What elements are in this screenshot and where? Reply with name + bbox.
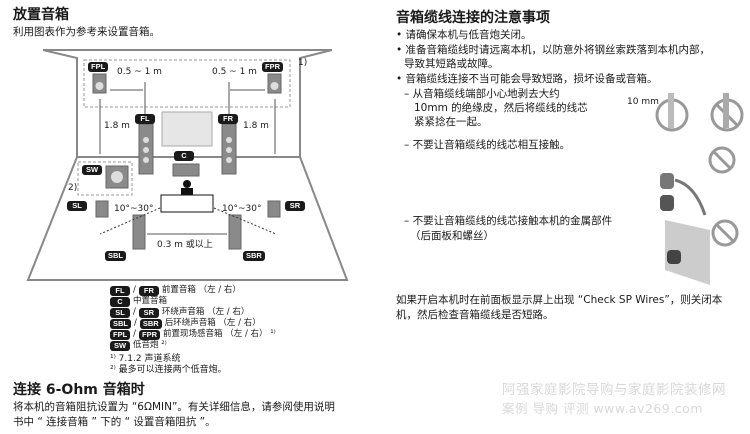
legend-text: 中置音箱: [133, 296, 168, 306]
legend-badge: FR: [138, 285, 159, 296]
sub1-line2: 10mm 的绝缘皮，然后将缆线的线芯: [414, 102, 588, 114]
placement-subtitle: 利用图表作为参考来设置音箱。: [13, 26, 160, 38]
frayed-cable: [723, 93, 729, 128]
sbl-speaker: [132, 214, 146, 250]
legend-badge: SL: [110, 307, 130, 318]
badge-sr: SR: [285, 201, 305, 211]
speaker-drivers: [95, 82, 279, 183]
listener-body: [181, 188, 193, 197]
badge-fpl: FPL: [88, 62, 109, 72]
legend-badge: FL: [110, 285, 130, 296]
badge-fpr: FPR: [262, 62, 283, 72]
sub3-line1: – 不要让音箱缆线的线芯接触本机的金属部件: [404, 215, 613, 227]
legend-text: 前置现场感音箱 （左 / 右） ¹⁾: [163, 329, 276, 339]
legend-badge: SBL: [110, 318, 131, 329]
watermark-line-2: 案例 导购 评测 www.av269.com: [502, 401, 704, 416]
legend-text: 低音炮 ²⁾: [133, 340, 167, 350]
legend-text: 后环绕声音箱 （左 / 右）: [164, 318, 261, 328]
sub2: – 不要让音箱缆线的线芯相互接触。: [404, 139, 571, 151]
listener-icon: [183, 180, 191, 188]
measure-label: 10 mm: [627, 97, 659, 107]
floor: [26, 156, 349, 281]
rear-panel: [665, 220, 710, 285]
legend-badge: C: [110, 296, 130, 307]
bullet-2-cont: 导致其短路或故障。: [404, 58, 499, 70]
sl-speaker: [95, 200, 109, 218]
sofa: [160, 194, 214, 213]
badge-sbl: SBL: [105, 251, 126, 261]
presence-box: [83, 59, 291, 108]
badge-sw: SW: [82, 165, 102, 175]
section-title-6ohm: 连接 6-Ohm 音箱时: [13, 382, 145, 398]
check-sp-note-1: 如果开启本机时在前面板显示屏上出现 “Check SP Wires”，则关闭本: [396, 294, 723, 306]
separator: /: [134, 318, 137, 328]
legend-badge: SW: [110, 340, 130, 351]
section-title-cable: 音箱缆线连接的注意事项: [396, 10, 550, 26]
badge-sbr: SBR: [243, 251, 265, 261]
speaker-placement-diagram: [26, 49, 349, 281]
cable-wire: [674, 178, 707, 216]
legend-text: 环绕声音箱 （左 / 右）: [161, 307, 250, 317]
tv-screen: [161, 111, 213, 147]
prohibited-icon: [711, 219, 739, 247]
sr-speaker: [267, 200, 281, 218]
legend-text: 前置音箱 （左 / 右）: [161, 285, 241, 295]
distance-arrows: [99, 82, 276, 235]
bullet-2: • 准备音箱缆线时请远离本机，以防意外将钢丝索跌落到本机内部，: [396, 44, 711, 56]
separator: /: [133, 285, 136, 295]
legend-badge: SBR: [139, 318, 162, 329]
c-speaker: [172, 163, 200, 177]
6ohm-text-1: 将本机的音箱阻抗设置为 “6ΩMIN”。有关详细信息，请参阅使用说明: [13, 401, 335, 413]
dist-front-left: 0.5 ~ 1 m: [117, 67, 162, 77]
angle-right: 10°~30°: [222, 204, 262, 214]
bullet-text: 准备音箱缆线时请远离本机，以防意外将钢丝索跌落到本机内部，: [405, 44, 711, 56]
bullet-text: 音箱缆线连接不当可能会导致短路，损坏设备或音箱。: [405, 73, 658, 85]
sub1-line1: – 从音箱缆线端部小心地剥去大约: [404, 88, 560, 100]
subwoofer-box: [77, 161, 133, 196]
check-sp-note-2: 机，然后检查音箱缆线是否短路。: [396, 309, 554, 321]
badge-c: C: [174, 151, 194, 161]
6ohm-text-2: 书中 “ 连接音箱 ” 下的 “ 设置音箱阻抗 ”。: [13, 416, 216, 428]
badge-sl: SL: [67, 201, 87, 211]
angle-lines: [99, 207, 277, 235]
badge-fr: FR: [218, 114, 238, 124]
bullet-3: • 音箱缆线连接不当可能会导致短路，损坏设备或音箱。: [396, 73, 658, 85]
legend-badge: SR: [138, 307, 159, 318]
cable-illustrations: [655, 93, 744, 285]
dist-front-right: 0.5 ~ 1 m: [212, 67, 257, 77]
sub3-line2: （后面板和螺丝）: [410, 230, 494, 242]
note-1: 1): [298, 58, 308, 68]
stripped-cable: [668, 93, 674, 128]
terminal-icon: [660, 173, 674, 189]
back-distance: 0.3 m 或以上: [157, 240, 213, 250]
angle-left: 10°~30°: [114, 204, 154, 214]
separator: /: [133, 329, 137, 339]
terminal-icon: [667, 250, 681, 264]
badge-fl: FL: [135, 114, 155, 124]
bullet-1: • 请确保本机与低音炮关闭。: [396, 29, 532, 41]
section-title-placement: 放置音箱: [13, 7, 69, 23]
footnote-2: ²⁾ 最多可以连接两个低音炮。: [110, 365, 227, 375]
legend-badge: FPL: [110, 329, 131, 340]
separator: /: [133, 307, 136, 317]
bullet-text: 请确保本机与低音炮关闭。: [405, 29, 532, 41]
note-2: 2): [68, 183, 78, 193]
legend-badge: FPR: [139, 329, 161, 340]
footnote-1: ¹⁾ 7.1.2 声道系统: [110, 354, 181, 364]
sbr-speaker: [228, 214, 242, 250]
sub1-line3: 紧紧捻在一起。: [414, 116, 488, 128]
height-right: 1.8 m: [243, 121, 269, 131]
prohibited-icon: [708, 146, 736, 174]
watermark-line-1: 阿强家庭影院导购与家庭影院装修网: [502, 382, 726, 398]
height-left: 1.8 m: [104, 121, 130, 131]
terminal-icon: [660, 195, 674, 211]
